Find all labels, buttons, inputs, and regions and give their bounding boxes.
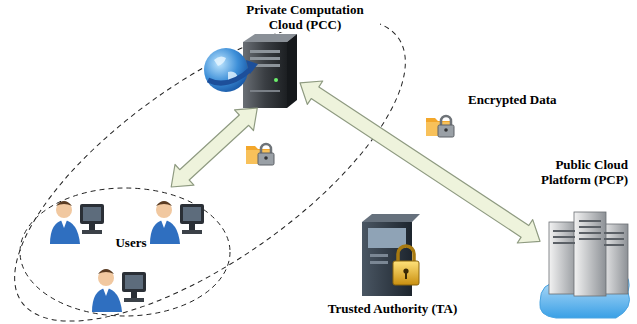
icon-part: [246, 60, 258, 74]
icon-part: [370, 254, 388, 257]
icon-part: [287, 34, 297, 108]
user-group-boundary: [20, 188, 230, 316]
icon-part: [274, 78, 278, 82]
user-icon: [50, 201, 104, 244]
icon-part: [243, 42, 287, 108]
icon-part: [553, 236, 575, 238]
user-icon: [92, 269, 146, 312]
icon-part: [579, 220, 601, 222]
icon-part: [250, 50, 280, 53]
icon-part: [370, 261, 388, 264]
icon-part: [250, 90, 280, 92]
icon-part: [405, 272, 407, 279]
users-node: Users: [20, 187, 230, 318]
icon-part: [604, 232, 624, 234]
edge-label: Encrypted Data: [466, 92, 558, 107]
icon-part: [579, 238, 601, 240]
trusted-authority-icon: [362, 214, 420, 296]
node-title: Trusted Authority (TA): [300, 301, 485, 316]
encrypted-data-icon: [426, 116, 454, 137]
ta-node: Trusted Authority (TA): [355, 212, 430, 298]
user-icons: [50, 201, 204, 312]
icon-part: [604, 238, 624, 240]
icon-part: [204, 48, 248, 92]
pcp-node: Public Cloud Platform (PCP): [540, 215, 632, 320]
user-icon: [150, 201, 204, 244]
icon-part: [553, 230, 575, 232]
double-arrow: [171, 108, 257, 187]
icon-part: [574, 212, 606, 296]
icon-part: [553, 220, 624, 246]
public-cloud-icon: [540, 212, 630, 318]
node-title: Public Cloud Platform (PCP): [518, 157, 628, 187]
icon-part: [579, 232, 601, 234]
icon-part: [362, 214, 420, 222]
icon-part: [393, 261, 419, 285]
icon-part: [398, 246, 414, 262]
icon-part: [368, 228, 406, 248]
node-title: Users: [106, 235, 156, 250]
node-title: Private Computation Cloud (PCC): [230, 2, 380, 32]
cloud-boundary: [0, 0, 450, 324]
icon-part: [250, 57, 280, 60]
icon-part: [579, 226, 601, 228]
encrypted-data-icon: [246, 144, 274, 165]
pcc-node: Private Computation Cloud (PCC): [205, 36, 300, 108]
pcc-server-icon: [204, 34, 297, 108]
icon-part: [604, 244, 624, 246]
icon-part: [208, 68, 252, 83]
icon-part: [553, 242, 575, 244]
